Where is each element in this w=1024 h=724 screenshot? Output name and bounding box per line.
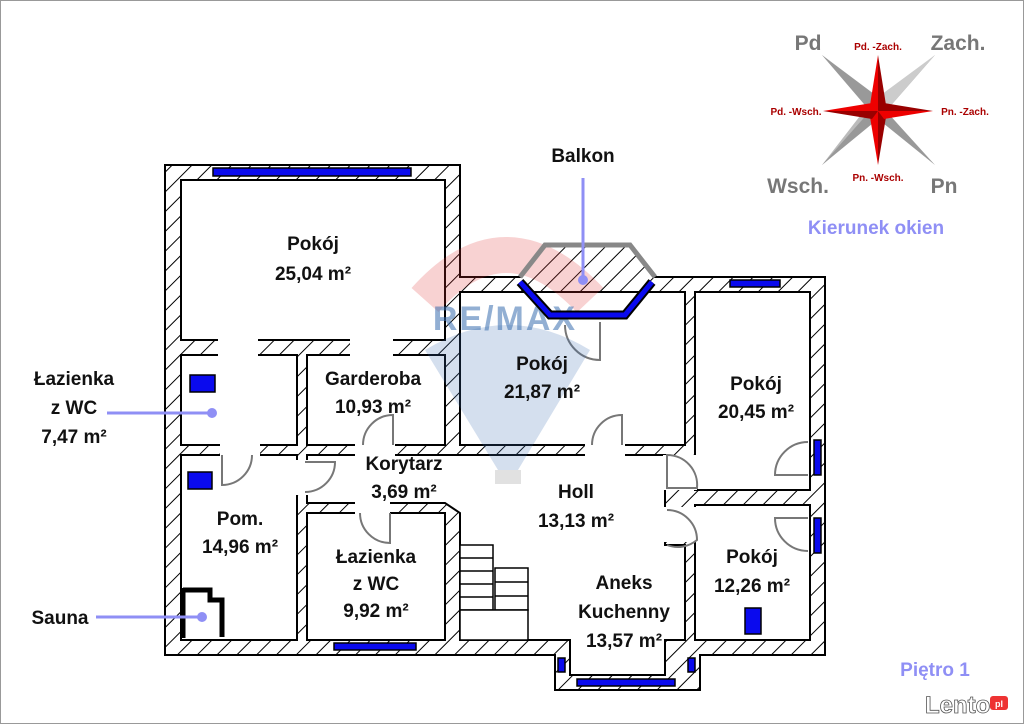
room-label: Pokój — [516, 354, 568, 375]
svg-text:Pn. -Wsch.: Pn. -Wsch. — [852, 173, 903, 184]
svg-text:Pd. -Wsch.: Pd. -Wsch. — [770, 107, 821, 118]
door-pom[interactable] — [221, 454, 253, 487]
compass-star-icon — [822, 55, 935, 165]
door-garderoba[interactable] — [362, 413, 394, 446]
room-label: Pokój — [730, 374, 782, 395]
callout-lazienka: Łazienka z WC 7,47 m² — [34, 369, 217, 448]
svg-text:Wsch.: Wsch. — [767, 175, 829, 198]
callout-sauna: Sauna — [31, 608, 207, 629]
svg-text:Pn: Pn — [931, 175, 958, 198]
door-pokoj-12-balcony[interactable] — [773, 517, 809, 552]
room-pokoj-25 — [180, 179, 446, 341]
room-area: 14,96 m² — [202, 537, 278, 558]
svg-text:Pd: Pd — [795, 32, 822, 55]
room-area: 3,69 m² — [371, 482, 436, 503]
room-label: Aneks — [595, 573, 652, 594]
room-area: 12,26 m² — [714, 576, 790, 597]
room-label: Korytarz — [365, 454, 442, 475]
doors[interactable] — [221, 322, 809, 552]
room-area: 21,87 m² — [504, 382, 580, 403]
room-area: 25,04 m² — [275, 264, 351, 285]
svg-text:7,47 m²: 7,47 m² — [41, 427, 106, 448]
room-label: Holl — [558, 482, 594, 503]
svg-text:pl: pl — [995, 699, 1003, 709]
door-pokoj-20[interactable] — [666, 453, 699, 489]
room-label: z WC — [353, 574, 400, 595]
compass-caption: Kierunek okien — [808, 218, 944, 239]
door-pokoj-12[interactable] — [666, 509, 699, 548]
rooms — [180, 179, 811, 676]
svg-text:Pd. -Zach.: Pd. -Zach. — [854, 42, 902, 53]
room-area: 13,57 m² — [586, 631, 662, 652]
door-pokoj-21[interactable] — [591, 413, 623, 446]
room-pokoj-20 — [694, 291, 811, 491]
room-label: Garderoba — [325, 369, 422, 390]
sauna-outline — [183, 587, 225, 637]
room-lazienka-7 — [180, 354, 298, 446]
room-area: 10,93 m² — [335, 397, 411, 418]
room-label: Łazienka — [336, 547, 417, 568]
callout-balkon: Balkon — [551, 146, 615, 285]
svg-text:Sauna: Sauna — [31, 608, 88, 629]
svg-text:z WC: z WC — [51, 398, 98, 419]
bay-window — [518, 280, 654, 318]
windows — [187, 167, 822, 687]
balcony-outline — [518, 242, 657, 279]
svg-text:Łazienka: Łazienka — [34, 369, 115, 390]
stairs — [459, 544, 529, 641]
room-label: Pom. — [217, 509, 263, 530]
door-pokoj-20-balcony[interactable] — [773, 441, 809, 476]
door-korytarz[interactable] — [304, 461, 337, 493]
door-balkon[interactable] — [564, 322, 601, 362]
svg-text:Lento: Lento — [925, 692, 990, 719]
door-lazienka[interactable] — [359, 512, 391, 545]
svg-text:Balkon: Balkon — [551, 146, 614, 167]
room-label: Pokój — [726, 547, 778, 568]
lento-logo: Lento pl — [925, 692, 1008, 719]
room-label: Pokój — [287, 234, 339, 255]
svg-text:Zach.: Zach. — [931, 32, 986, 55]
svg-text:Pn. -Zach.: Pn. -Zach. — [941, 107, 989, 118]
room-area: 9,92 m² — [343, 601, 408, 622]
room-area: 20,45 m² — [718, 402, 794, 423]
room-lazienka-9 — [306, 512, 446, 641]
floor-label: Piętro 1 — [900, 660, 970, 681]
compass-rose: Pd Zach. Wsch. Pn Pd. -Zach. Pd. -Wsch. … — [767, 32, 989, 239]
room-label: Kuchenny — [578, 602, 670, 623]
room-area: 13,13 m² — [538, 511, 614, 532]
